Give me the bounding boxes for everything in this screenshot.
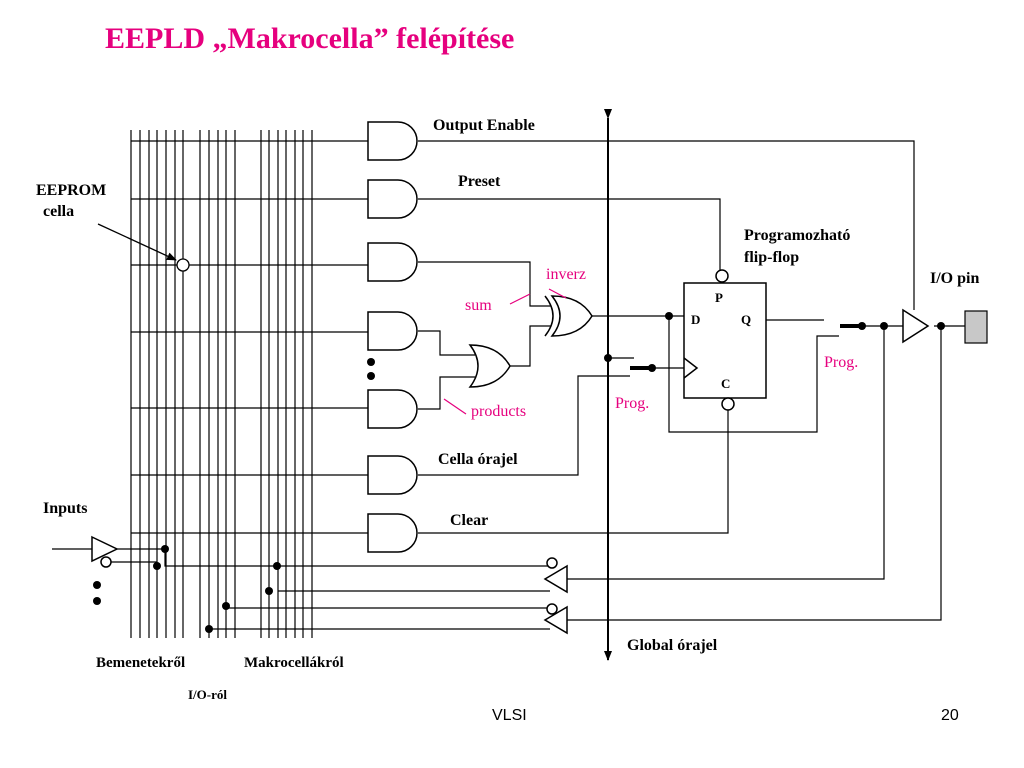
footer-course: VLSI <box>492 707 527 724</box>
inputs-label: Inputs <box>43 500 87 517</box>
ff-c-label: C <box>721 376 730 391</box>
output-enable-label: Output Enable <box>433 117 535 134</box>
output-wires <box>52 325 965 630</box>
prog-ff-label-line1: Programozható <box>744 227 850 244</box>
from-inputs-label: Bemenetekről <box>96 655 185 671</box>
input-bus-lines <box>130 130 313 638</box>
ff-q-label: Q <box>741 312 751 327</box>
io-pin-label: I/O pin <box>930 270 979 287</box>
preset-inverter-bubble <box>715 269 729 283</box>
and-gate-product-1 <box>367 242 418 282</box>
junction-dots <box>93 312 945 633</box>
flip-flop <box>683 269 767 411</box>
xor-gate <box>544 295 593 337</box>
and-input-lines <box>131 140 368 534</box>
preset-label: Preset <box>458 173 501 190</box>
footer-page-number: 20 <box>941 707 959 724</box>
feedback-buffers <box>543 557 568 635</box>
eeprom-pointer-arrow <box>97 223 177 261</box>
and-gates <box>367 121 418 553</box>
logic-wires <box>418 140 915 534</box>
input-buffer <box>91 535 119 568</box>
and-gate-output-enable <box>367 121 418 161</box>
or-gate <box>468 344 511 388</box>
prog-label-left: Prog. <box>615 395 649 412</box>
sum-label: sum <box>465 297 492 314</box>
prog-ff-label-line2: flip-flop <box>744 249 799 266</box>
sum-leader <box>509 293 531 305</box>
inverz-leader <box>548 288 567 299</box>
products-leader <box>443 398 467 415</box>
and-gate-clear <box>367 513 418 553</box>
clear-label: Clear <box>450 512 488 529</box>
prog-label-right: Prog. <box>824 354 858 371</box>
global-clock-label: Global órajel <box>627 637 718 654</box>
clear-inverter-bubble <box>721 397 735 411</box>
ff-p-label: P <box>715 290 723 305</box>
and-gate-product-3 <box>367 389 418 429</box>
ff-d-label: D <box>691 312 700 327</box>
eeprom-label-line1: EEPROM <box>36 182 106 199</box>
output-buffer <box>902 308 930 344</box>
from-io-label: I/O-ról <box>188 687 227 702</box>
and-gate-cell-clock <box>367 455 418 495</box>
and-gate-product-2 <box>367 311 418 351</box>
eeprom-label-line2: cella <box>43 203 74 220</box>
inverz-label: inverz <box>546 266 586 283</box>
products-label: products <box>471 403 526 420</box>
cell-clock-label: Cella órajel <box>438 451 518 468</box>
slide-title: EEPLD „Makrocella” felépítése <box>105 22 515 55</box>
eeprom-cell <box>176 258 190 272</box>
from-macrocells-label: Makrocellákról <box>244 655 344 671</box>
io-pin-box[interactable] <box>964 310 988 344</box>
and-gate-preset <box>367 179 418 219</box>
